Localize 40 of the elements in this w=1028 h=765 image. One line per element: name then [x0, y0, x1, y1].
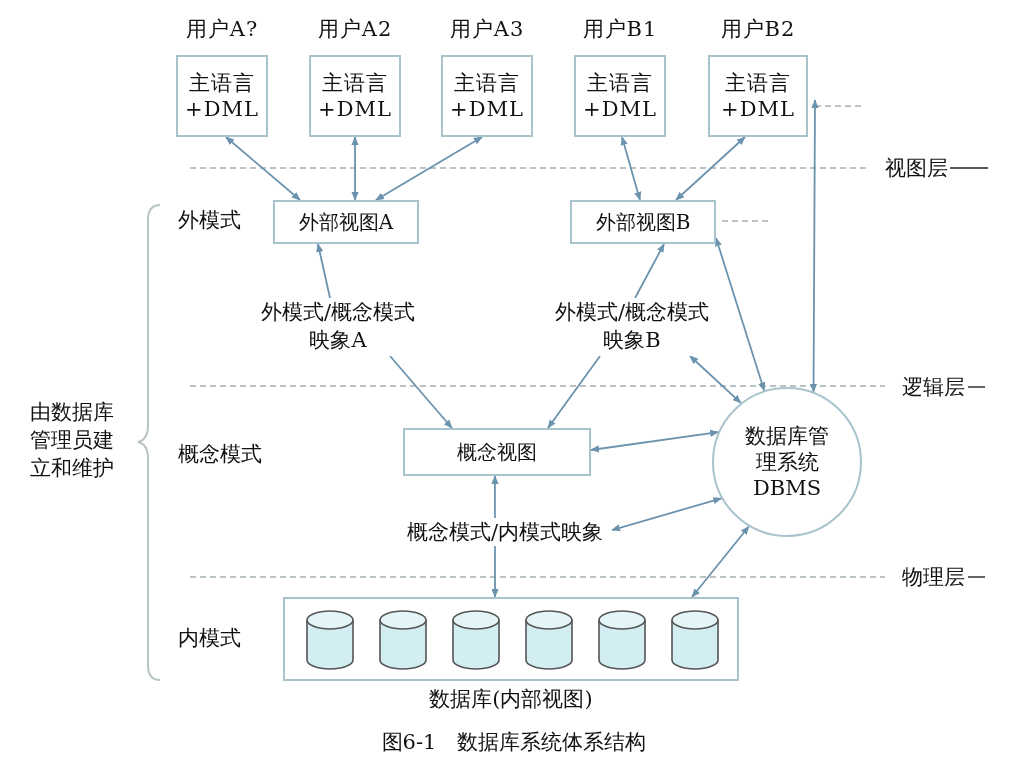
user-label: 用户A? [185, 16, 259, 43]
database-label: 数据库(内部视图) [429, 686, 593, 713]
arrow [389, 355, 453, 429]
level-label: 内模式 [178, 625, 241, 652]
view-box: 外部视图B [570, 200, 716, 244]
program-box: 主语言+DML [574, 55, 666, 137]
user-label: 用户A3 [449, 16, 525, 43]
program-box: 主语言+DML [441, 55, 533, 137]
level-label: 概念模式 [178, 441, 262, 468]
program-box: 主语言+DML [176, 55, 268, 137]
view-box: 外部视图A [273, 200, 419, 244]
arrow [809, 99, 819, 393]
arrow [491, 475, 499, 519]
arrow [225, 136, 301, 201]
arrow [547, 355, 601, 429]
arrow [316, 243, 331, 299]
program-box: 主语言+DML [708, 55, 808, 137]
arrow [620, 136, 642, 201]
arrow [675, 136, 746, 201]
program-box: 主语言+DML [309, 55, 401, 137]
arrow [634, 243, 665, 299]
arrow [691, 525, 750, 598]
arrow [375, 136, 483, 201]
user-label: 用户B2 [720, 16, 796, 43]
arrow [590, 429, 720, 453]
arrow [351, 136, 359, 201]
view-box: 概念视图 [403, 428, 591, 476]
layer-label: 物理层 [902, 564, 965, 591]
side-note: 由数据库管理员建立和维护 [30, 399, 115, 482]
level-label: 外模式 [178, 207, 241, 234]
layer-label: 逻辑层 [902, 374, 965, 401]
figure-caption: 图6-1 数据库系统体系结构 [381, 730, 647, 754]
dbms-circle: 数据库管理系统DBMS [712, 387, 862, 537]
arrow [491, 545, 499, 598]
user-label: 用户B1 [582, 16, 658, 43]
layer-label: 视图层 [885, 155, 948, 182]
arrow [611, 497, 723, 532]
arrow [689, 355, 742, 404]
user-label: 用户A2 [317, 16, 393, 43]
arrow [715, 237, 766, 392]
